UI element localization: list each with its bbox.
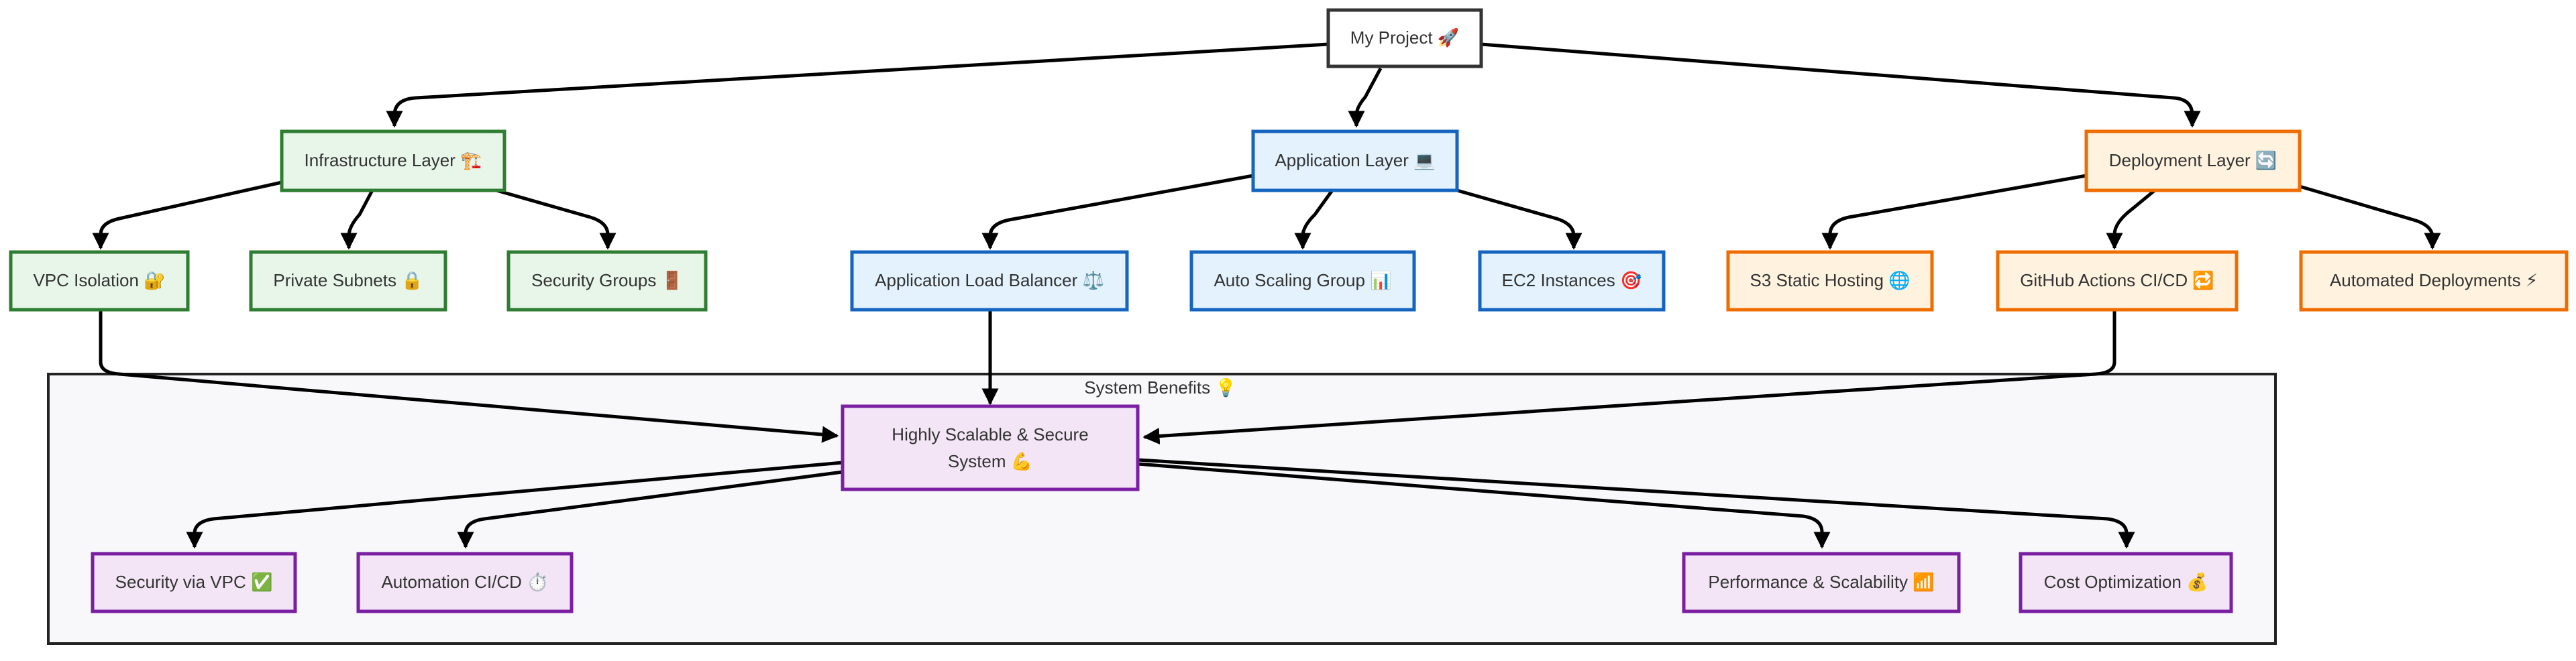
node-root[interactable]: My Project 🚀 bbox=[1326, 8, 1483, 68]
node-security-groups[interactable]: Security Groups 🚪 bbox=[506, 250, 708, 312]
node-security-via-vpc-label: Security via VPC ✅ bbox=[115, 572, 273, 592]
node-deployment-layer-label: Deployment Layer 🔄 bbox=[2109, 150, 2277, 170]
node-s3-static-hosting-label: S3 Static Hosting 🌐 bbox=[1750, 270, 1910, 290]
node-github-actions-box bbox=[1996, 250, 2239, 312]
node-vpc-isolation[interactable]: VPC Isolation 🔐 bbox=[9, 250, 190, 312]
node-cost-optimization-box bbox=[2019, 552, 2233, 613]
node-application-layer-label: Application Layer 💻 bbox=[1275, 150, 1435, 170]
node-automated-deployments-label: Automated Deployments ⚡ bbox=[2330, 270, 2538, 290]
node-performance-scalability-box bbox=[1682, 552, 1961, 613]
node-private-subnets-label: Private Subnets 🔒 bbox=[273, 270, 423, 290]
node-cost-optimization[interactable]: Cost Optimization 💰 bbox=[2019, 552, 2233, 613]
node-private-subnets-box bbox=[249, 250, 447, 312]
edge-root-infrastructure bbox=[386, 42, 1329, 128]
node-cost-optimization-label: Cost Optimization 💰 bbox=[2044, 572, 2208, 593]
edge-vpc-center bbox=[99, 310, 839, 443]
node-root-box bbox=[1326, 8, 1483, 68]
edge-infrastructure-subnets bbox=[340, 189, 374, 250]
edge-application-asg bbox=[1294, 189, 1334, 250]
node-automation-cicd-label: Automation CI/CD ⏱️ bbox=[381, 572, 548, 592]
node-infrastructure-layer[interactable]: Infrastructure Layer 🏗️ bbox=[280, 129, 506, 192]
node-github-actions[interactable]: GitHub Actions CI/CD 🔁 bbox=[1996, 250, 2239, 312]
system-benefits-title: System Benefits 💡 bbox=[1084, 377, 1236, 398]
edge-deployment-s3 bbox=[1821, 174, 2087, 250]
node-vpc-isolation-box bbox=[9, 250, 190, 312]
node-root-label: My Project 🚀 bbox=[1350, 27, 1459, 48]
node-automated-deployments-box bbox=[2299, 250, 2569, 312]
node-auto-scaling-group-label: Auto Scaling Group 📊 bbox=[1214, 270, 1391, 290]
node-ec2-instances[interactable]: EC2 Instances 🎯 bbox=[1478, 250, 1666, 312]
node-ec2-instances-box bbox=[1478, 250, 1666, 312]
node-performance-scalability-label: Performance & Scalability 📶 bbox=[1708, 572, 1934, 592]
node-application-layer[interactable]: Application Layer 💻 bbox=[1251, 129, 1459, 192]
node-deployment-layer-box bbox=[2084, 129, 2302, 192]
edge-center-performance bbox=[1137, 462, 1831, 549]
node-auto-scaling-group[interactable]: Auto Scaling Group 📊 bbox=[1189, 250, 1416, 312]
node-s3-static-hosting[interactable]: S3 Static Hosting 🌐 bbox=[1726, 250, 1934, 312]
edge-github-center bbox=[1142, 310, 2116, 444]
edge-center-security bbox=[186, 461, 843, 549]
edge-center-cost bbox=[1137, 458, 2135, 549]
node-scalable-secure-system[interactable]: Highly Scalable & Secure System 💪 bbox=[841, 404, 1140, 491]
node-auto-scaling-group-box bbox=[1189, 250, 1416, 312]
node-ec2-instances-label: EC2 Instances 🎯 bbox=[1502, 270, 1642, 290]
edge-infrastructure-sg bbox=[496, 188, 616, 250]
edge-deployment-github bbox=[2106, 189, 2156, 250]
node-infrastructure-layer-box bbox=[280, 129, 506, 192]
node-application-load-balancer-label: Application Load Balancer ⚖️ bbox=[875, 270, 1104, 290]
edge-application-ec2 bbox=[1456, 188, 1582, 250]
node-automated-deployments[interactable]: Automated Deployments ⚡ bbox=[2299, 250, 2569, 312]
node-automation-cicd[interactable]: Automation CI/CD ⏱️ bbox=[356, 552, 574, 613]
node-automation-cicd-box bbox=[356, 552, 574, 613]
edges bbox=[92, 42, 2441, 549]
node-security-via-vpc[interactable]: Security via VPC ✅ bbox=[91, 552, 297, 613]
node-scalable-secure-system-line2: System 💪 bbox=[948, 451, 1032, 471]
node-github-actions-label: GitHub Actions CI/CD 🔁 bbox=[2020, 270, 2214, 290]
node-security-groups-label: Security Groups 🚪 bbox=[531, 270, 683, 290]
node-vpc-isolation-label: VPC Isolation 🔐 bbox=[33, 270, 165, 290]
node-application-load-balancer[interactable]: Application Load Balancer ⚖️ bbox=[850, 250, 1129, 312]
node-security-groups-box bbox=[506, 250, 708, 312]
edge-root-application bbox=[1348, 67, 1383, 128]
node-security-via-vpc-box bbox=[91, 552, 297, 613]
node-s3-static-hosting-box bbox=[1726, 250, 1934, 312]
node-deployment-layer[interactable]: Deployment Layer 🔄 bbox=[2084, 129, 2302, 192]
node-scalable-secure-system-line1: Highly Scalable & Secure bbox=[892, 424, 1088, 444]
edge-application-alb bbox=[981, 174, 1254, 250]
edge-infrastructure-vpc bbox=[92, 180, 282, 250]
node-infrastructure-layer-label: Infrastructure Layer 🏗️ bbox=[304, 150, 482, 170]
node-application-load-balancer-box bbox=[850, 250, 1129, 312]
edge-center-automation bbox=[457, 470, 843, 549]
node-application-layer-box bbox=[1251, 129, 1459, 192]
node-scalable-secure-system-box bbox=[841, 404, 1140, 491]
node-performance-scalability[interactable]: Performance & Scalability 📶 bbox=[1682, 552, 1961, 613]
edge-deployment-automated bbox=[2299, 184, 2441, 250]
edge-root-deployment bbox=[1481, 42, 2201, 128]
node-private-subnets[interactable]: Private Subnets 🔒 bbox=[249, 250, 447, 312]
